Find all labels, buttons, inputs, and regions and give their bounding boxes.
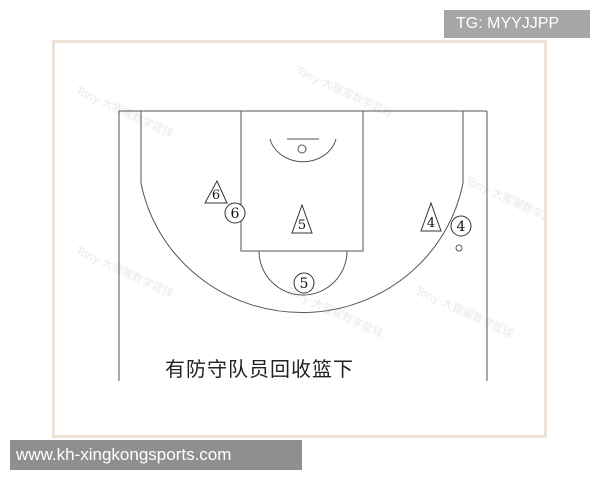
court-lines xyxy=(118,110,488,381)
defense-label-4: 4 xyxy=(427,216,435,231)
defense-players xyxy=(204,179,442,234)
restricted-arc xyxy=(269,138,337,163)
offense-player-4 xyxy=(450,215,472,237)
diagram-caption: 有防守队员回收篮下 xyxy=(165,357,354,381)
watermark: Tony-大猩猩数学篮球 Tony-大猩猩数学篮球 Tony-大猩猩数学篮球 T… xyxy=(73,63,544,341)
website-url: www.kh-xingkongsports.com xyxy=(10,440,302,470)
defense-player-6 xyxy=(204,179,228,204)
defense-label-6: 6 xyxy=(212,188,220,203)
defense-player-4 xyxy=(420,201,442,232)
svg-text:Tony-大猩猩数学篮球: Tony-大猩猩数学篮球 xyxy=(413,283,516,341)
svg-text:Tony-大猩猩数学篮球: Tony-大猩猩数学篮球 xyxy=(73,243,176,301)
offense-player-6 xyxy=(224,202,246,224)
paint xyxy=(240,110,364,252)
free-throw-circle xyxy=(258,250,348,296)
defense-player-5 xyxy=(291,203,313,234)
offense-label-4: 4 xyxy=(457,219,466,235)
three-point-arc xyxy=(140,182,464,313)
defense-label-5: 5 xyxy=(298,218,306,233)
rim xyxy=(297,144,307,154)
telegram-tag: TG: MYYJJPP xyxy=(444,10,590,38)
offense-label-6: 6 xyxy=(231,206,240,222)
offense-label-5: 5 xyxy=(300,276,309,292)
offense-player-5 xyxy=(293,272,315,294)
ball xyxy=(455,244,463,252)
svg-text:Tony-大猩猩数学篮球: Tony-大猩猩数学篮球 xyxy=(463,173,544,231)
court-diagram: Tony-大猩猩数学篮球 Tony-大猩猩数学篮球 Tony-大猩猩数学篮球 T… xyxy=(73,63,544,381)
svg-text:Tony-大猩猩数学篮球: Tony-大猩猩数学篮球 xyxy=(73,83,176,141)
svg-text:Tony-大猩猩数学篮球: Tony-大猩猩数学篮球 xyxy=(293,63,396,121)
diagram-frame: Tony-大猩猩数学篮球 Tony-大猩猩数学篮球 Tony-大猩猩数学篮球 T… xyxy=(52,40,547,438)
offense-players xyxy=(224,202,472,294)
